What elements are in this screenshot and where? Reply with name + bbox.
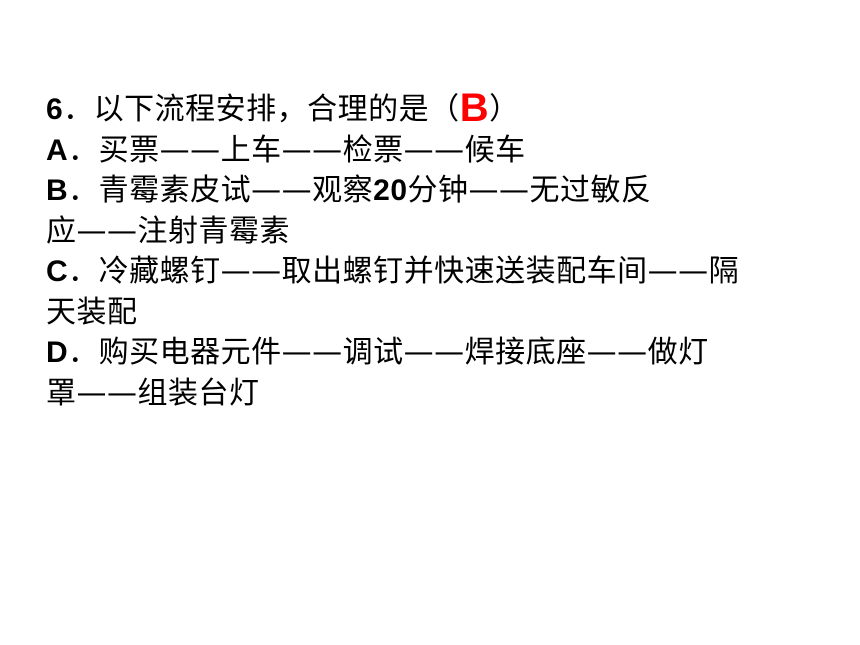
option-b-text-part1: ．青霉素皮试——观察 — [68, 173, 374, 208]
option-a-text: ．买票——上车——检票——候车 — [68, 132, 526, 168]
option-c-label: C — [46, 255, 69, 288]
option-b-text-line2: 应——注射青霉素 — [46, 213, 290, 249]
option-b: B．青霉素皮试——观察20分钟——无过敏反 — [46, 171, 826, 212]
option-d-continued: 罩——组装台灯 — [46, 374, 826, 415]
option-c: C．冷藏螺钉——取出螺钉并快速送装配车间——隔 — [46, 252, 826, 293]
option-d-text: ．购买电器元件——调试——焊接底座——做灯 — [68, 335, 709, 370]
option-b-continued: 应——注射青霉素 — [46, 212, 826, 253]
option-d-text-line2: 罩——组装台灯 — [46, 375, 260, 411]
option-d: D．购买电器元件——调试——焊接底座——做灯 — [46, 333, 826, 374]
question-number: 6 — [46, 93, 64, 126]
question-block: 6．以下流程安排，合理的是（B） A．买票——上车——检票——候车 B．青霉素皮… — [46, 86, 826, 414]
option-b-minutes: 20 — [373, 174, 408, 207]
option-c-text-line2: 天装配 — [46, 294, 138, 330]
option-a: A．买票——上车——检票——候车 — [46, 131, 826, 172]
option-c-continued: 天装配 — [46, 293, 826, 334]
option-d-label: D — [46, 336, 69, 369]
option-c-text: ．冷藏螺钉——取出螺钉并快速送装配车间——隔 — [68, 254, 740, 289]
answer-letter: B — [459, 86, 490, 130]
option-b-text-part2: 分钟——无过敏反 — [407, 173, 652, 208]
option-b-label: B — [46, 174, 69, 207]
question-prompt-close: ） — [489, 92, 520, 127]
question-stem: 6．以下流程安排，合理的是（B） — [46, 86, 826, 131]
question-prompt: ．以下流程安排，合理的是（ — [63, 92, 460, 127]
option-a-label: A — [46, 133, 69, 167]
